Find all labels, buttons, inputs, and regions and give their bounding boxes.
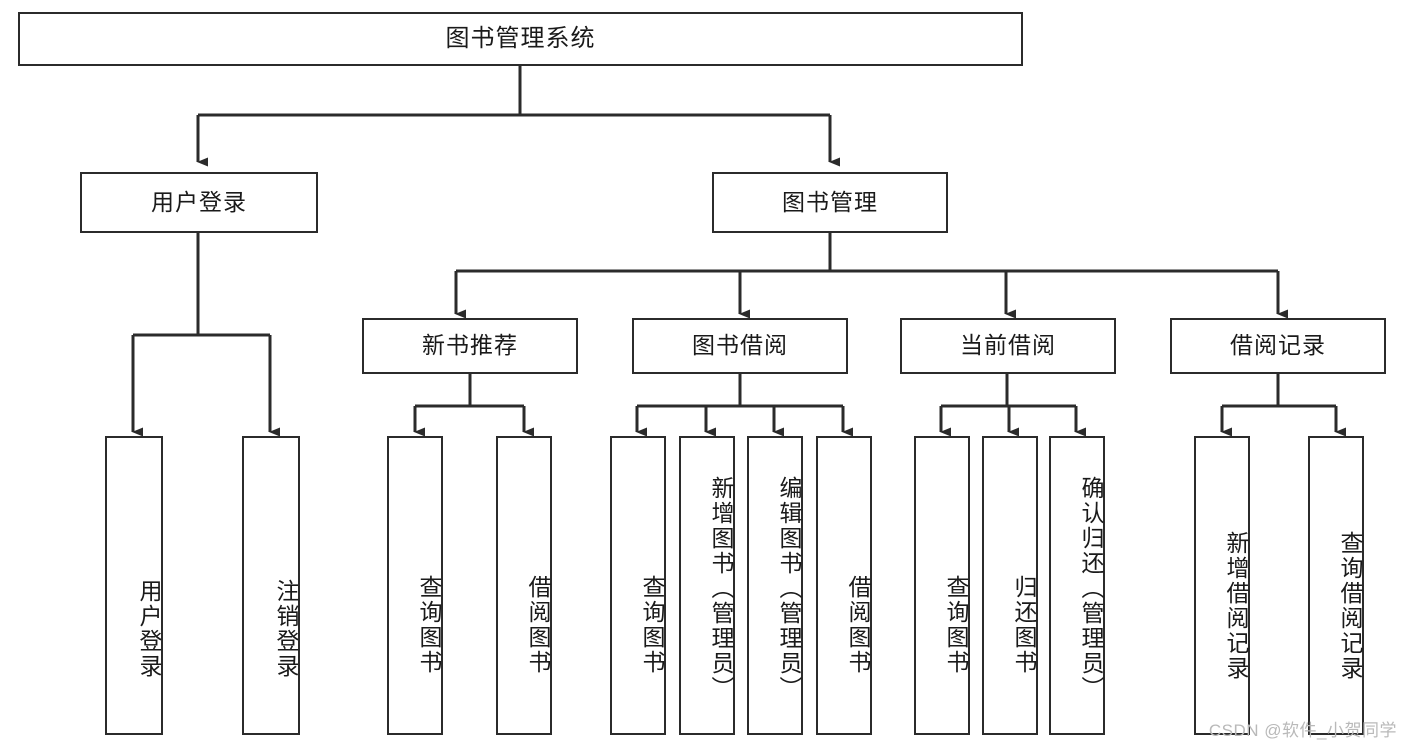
node-leaf-query-record-label: 查询借阅记录 bbox=[1337, 530, 1363, 681]
node-leaf-return-book[interactable]: 归还图书 bbox=[982, 436, 1038, 735]
node-borrow-record-label: 借阅记录 bbox=[1230, 332, 1326, 359]
node-leaf-confirm-return-label: 确认归还（管理员） bbox=[1078, 476, 1104, 701]
node-root-label: 图书管理系统 bbox=[445, 24, 596, 52]
node-user-login[interactable]: 用户登录 bbox=[80, 172, 318, 233]
node-leaf-query-book-2[interactable]: 查询图书 bbox=[610, 436, 666, 735]
node-book-manage-label: 图书管理 bbox=[782, 188, 878, 215]
node-root[interactable]: 图书管理系统 bbox=[18, 12, 1023, 66]
node-leaf-add-book-label: 新增图书（管理员） bbox=[708, 476, 734, 701]
node-leaf-user-logout-label: 注销登录 bbox=[273, 578, 299, 679]
node-leaf-borrow-book-1-label: 借阅图书 bbox=[525, 574, 551, 675]
node-leaf-query-book-1-label: 查询图书 bbox=[416, 574, 442, 675]
node-book-borrow[interactable]: 图书借阅 bbox=[632, 318, 848, 374]
node-leaf-add-record-label: 新增借阅记录 bbox=[1223, 530, 1249, 681]
node-leaf-user-login-label: 用户登录 bbox=[136, 578, 162, 679]
node-leaf-borrow-book-1[interactable]: 借阅图书 bbox=[496, 436, 552, 735]
node-leaf-add-book[interactable]: 新增图书（管理员） bbox=[679, 436, 735, 735]
node-new-book-rec-label: 新书推荐 bbox=[422, 332, 518, 359]
node-leaf-edit-book[interactable]: 编辑图书（管理员） bbox=[747, 436, 803, 735]
node-leaf-user-logout[interactable]: 注销登录 bbox=[242, 436, 300, 735]
node-current-borrow-label: 当前借阅 bbox=[960, 332, 1056, 359]
node-leaf-query-book-3-label: 查询图书 bbox=[943, 574, 969, 675]
node-leaf-query-book-2-label: 查询图书 bbox=[639, 574, 665, 675]
node-leaf-user-login[interactable]: 用户登录 bbox=[105, 436, 163, 735]
node-current-borrow[interactable]: 当前借阅 bbox=[900, 318, 1116, 374]
node-leaf-query-record[interactable]: 查询借阅记录 bbox=[1308, 436, 1364, 735]
csdn-watermark: CSDN @软件_小贺同学 bbox=[1208, 721, 1397, 740]
node-leaf-query-book-3[interactable]: 查询图书 bbox=[914, 436, 970, 735]
node-new-book-rec[interactable]: 新书推荐 bbox=[362, 318, 578, 374]
node-leaf-borrow-book-2-label: 借阅图书 bbox=[845, 574, 871, 675]
node-leaf-query-book-1[interactable]: 查询图书 bbox=[387, 436, 443, 735]
node-book-borrow-label: 图书借阅 bbox=[692, 332, 788, 359]
node-leaf-confirm-return[interactable]: 确认归还（管理员） bbox=[1049, 436, 1105, 735]
node-leaf-edit-book-label: 编辑图书（管理员） bbox=[776, 476, 802, 701]
node-book-manage[interactable]: 图书管理 bbox=[712, 172, 948, 233]
node-user-login-label: 用户登录 bbox=[151, 188, 247, 215]
node-leaf-borrow-book-2[interactable]: 借阅图书 bbox=[816, 436, 872, 735]
node-leaf-add-record[interactable]: 新增借阅记录 bbox=[1194, 436, 1250, 735]
node-leaf-return-book-label: 归还图书 bbox=[1011, 574, 1037, 675]
node-borrow-record[interactable]: 借阅记录 bbox=[1170, 318, 1386, 374]
